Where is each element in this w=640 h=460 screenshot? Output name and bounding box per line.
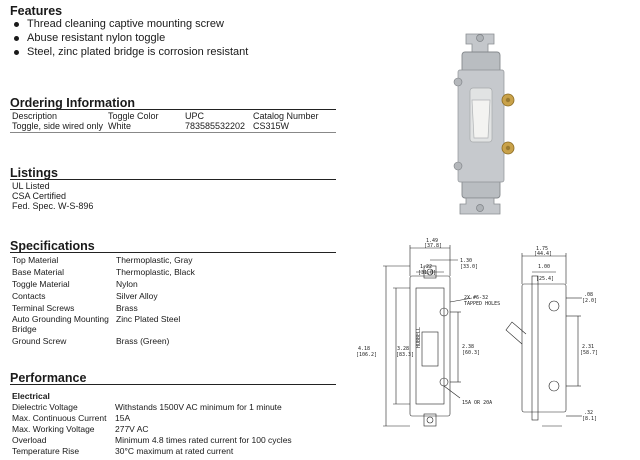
feature-item: Steel, zinc plated bridge is corrosion r… [14, 45, 248, 59]
dim-label: [25.4] [536, 276, 554, 282]
screw-icon [453, 161, 463, 171]
product-photo [453, 33, 515, 215]
side-view-toggle [505, 321, 527, 345]
ordering-header-catalog: Catalog Number [253, 111, 319, 121]
performance-subtitle: Electrical [12, 391, 50, 401]
listing-item: CSA Certified [12, 191, 67, 201]
listing-item: Fed. Spec. W-S-896 [12, 201, 94, 211]
ordering-cell-upc: 783585532202 [185, 121, 246, 131]
ordering-header-color: Toggle Color [108, 111, 159, 121]
ordering-header-upc: UPC [185, 111, 205, 121]
dimension-drawing: 1.49 [37.8] 1.22 [31.0] 1.30 [33.0] 2X #… [356, 238, 598, 427]
bullet-icon [14, 21, 19, 27]
ordering-title: Ordering Information [10, 96, 135, 110]
mounting-screw-icon [476, 34, 484, 42]
dim-label: [2.0] [582, 298, 597, 304]
dim-label: 2.31 [582, 344, 594, 350]
front-view-outline [409, 275, 451, 417]
dim-label: 1.00 [538, 264, 550, 270]
feature-item: Thread cleaning captive mounting screw [14, 17, 224, 31]
ordering-header-description: Description [12, 111, 58, 121]
ordering-cell-description: Toggle, side wired only [12, 121, 104, 131]
dim-label: [106.2] [356, 352, 377, 358]
dim-label: [83.3] [396, 352, 414, 358]
dim-label: [58.7] [580, 350, 598, 356]
section-divider [10, 252, 336, 253]
ordering-cell-catalog: CS315W [253, 121, 290, 131]
ordering-cell-color: White [108, 121, 132, 131]
terminal-screw-head-icon [505, 97, 511, 103]
section-divider [10, 132, 336, 133]
brand-label: HUBBELL [416, 327, 422, 348]
dim-label: 1.30 [460, 258, 472, 264]
section-divider [10, 384, 336, 385]
dim-label: [31.0] [418, 270, 436, 276]
dim-label: [44.4] [534, 251, 552, 257]
dim-label: 1.75 [536, 246, 548, 252]
dim-label: 1.22 [420, 264, 432, 270]
dim-label: 1.49 [426, 238, 438, 244]
bullet-icon [14, 35, 19, 41]
mounting-screw-icon [476, 204, 484, 212]
side-terminal-icon [548, 380, 560, 392]
front-hole-icon [426, 416, 434, 424]
screw-icon [453, 77, 463, 87]
dim-label: TAPPED HOLES [464, 301, 500, 307]
dim-label: 2X #6-32 [464, 295, 488, 301]
section-divider [10, 179, 336, 180]
dim-label: 4.18 [358, 346, 370, 352]
feature-item: Abuse resistant nylon toggle [14, 31, 165, 45]
front-view-strap-bottom [423, 413, 437, 427]
listing-item: UL Listed [12, 181, 50, 191]
specifications-title: Specifications [10, 239, 95, 253]
listings-title: Listings [10, 166, 58, 180]
dim-label: .08 [584, 292, 593, 298]
toggle-lever [471, 99, 491, 139]
bullet-icon [14, 49, 19, 55]
dim-label: [8.1] [582, 416, 597, 422]
side-terminal-icon [548, 300, 560, 312]
dim-label: [33.0] [460, 264, 478, 270]
performance-title: Performance [10, 371, 87, 385]
features-title: Features [10, 4, 63, 18]
terminal-screw-head-icon [505, 145, 511, 151]
front-view-toggle [421, 331, 439, 367]
dim-label: [37.8] [424, 243, 442, 249]
side-view-strap [531, 275, 539, 421]
section-divider [10, 109, 336, 110]
dim-label: .32 [584, 410, 593, 416]
dim-label: [60.3] [462, 350, 480, 356]
side-view-outline [521, 283, 567, 413]
front-terminal-icon [439, 307, 449, 317]
dim-label: 3.28 [397, 346, 409, 352]
dim-label: 15A OR 20A [462, 400, 492, 406]
front-view-body [415, 287, 445, 405]
dim-label: 2.38 [462, 344, 474, 350]
